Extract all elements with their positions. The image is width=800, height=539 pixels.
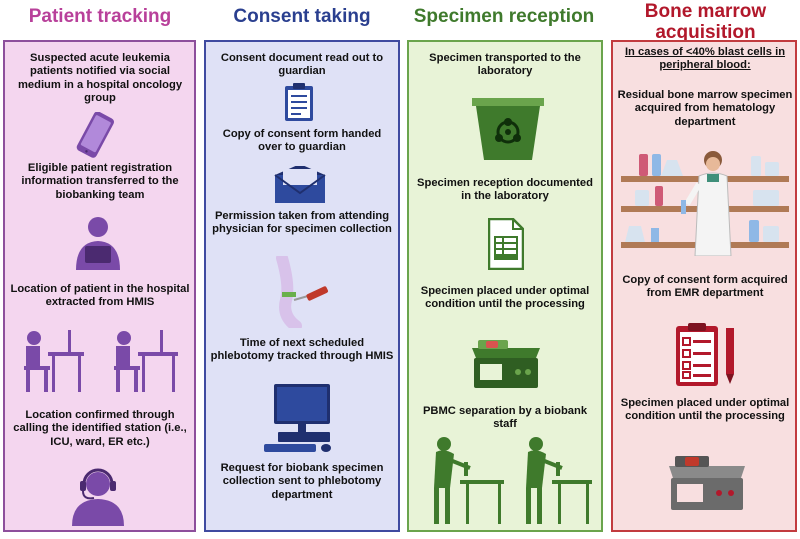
column-title-bone-marrow-acquisition: Bone marrow acquisition <box>611 1 800 43</box>
step-text: Specimen transported to the laboratory <box>429 52 581 78</box>
step-text: Specimen reception documented in the lab… <box>417 177 593 203</box>
step-text: Suspected acute leukemia patients notifi… <box>17 52 183 105</box>
column-title-patient-tracking: Patient tracking <box>28 6 172 27</box>
step-text: Consent document read out to guardian <box>220 52 384 78</box>
laboratory-scientist-icon <box>621 151 789 256</box>
step-text: Location of patient in the hospital extr… <box>10 283 190 309</box>
headset-operator-icon <box>72 468 124 526</box>
step-text: Location confirmed through calling the i… <box>13 409 187 448</box>
desktop-computer-icon <box>264 384 331 452</box>
workstation-staff-icon <box>24 330 178 392</box>
blood-draw-arm-icon <box>276 256 329 328</box>
envelope-icon <box>274 166 326 203</box>
column-title-specimen-reception: Specimen reception <box>413 6 595 27</box>
step-text: Specimen placed under optimal condition … <box>620 397 790 423</box>
step-text: Eligible patient registration informatio… <box>21 162 179 201</box>
step-text: Specimen placed under optimal condition … <box>420 285 590 311</box>
biohazard-container-icon <box>472 98 544 160</box>
person-with-tablet-icon <box>76 217 120 270</box>
condition-note-line-2: peripheral blood: <box>659 59 751 72</box>
step-text: Residual bone marrow specimen acquired f… <box>617 89 793 128</box>
title-line-2: acquisition <box>655 22 756 43</box>
smartphone-icon <box>76 112 114 158</box>
panel-bone-marrow-acquisition <box>611 40 797 532</box>
step-text: PBMC separation by a biobank staff <box>422 405 588 431</box>
panel-patient-tracking <box>3 40 196 532</box>
lab-technician-icon <box>434 437 592 524</box>
step-text: Request for biobank specimen collection … <box>220 462 384 501</box>
sample-incubator-icon <box>669 456 745 510</box>
checklist-icon <box>676 323 734 386</box>
condition-note: In cases of <40% blast cells in peripher… <box>616 46 794 73</box>
step-text: Time of next scheduled phlebotomy tracke… <box>210 337 394 363</box>
column-title-consent-taking: Consent taking <box>233 6 371 27</box>
condition-note-line-1: In cases of <40% blast cells in <box>624 46 786 58</box>
step-text: Copy of consent form acquired from EMR d… <box>622 274 788 300</box>
lab-incubator-icon <box>472 340 540 388</box>
title-line-1: Bone marrow <box>644 1 767 22</box>
step-text: Copy of consent form handed over to guar… <box>222 128 382 154</box>
clipboard-icon <box>285 83 313 121</box>
step-text: Permission taken from attending physicia… <box>212 210 392 236</box>
spreadsheet-document-icon <box>488 218 524 270</box>
